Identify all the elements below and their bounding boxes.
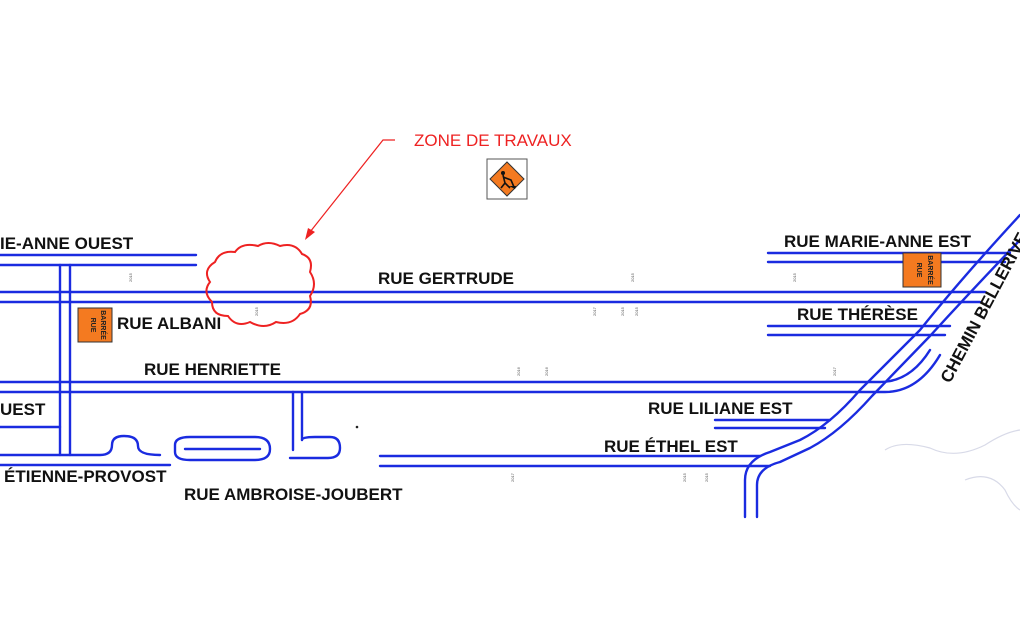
svg-text:2015: 2015 xyxy=(634,306,639,316)
label-rue-albani: RUE ALBANI xyxy=(117,314,221,333)
work-zone-cloud xyxy=(205,242,315,327)
svg-text:2017: 2017 xyxy=(592,306,597,316)
label-rue-therese: RUE THÉRÈSE xyxy=(797,305,918,324)
svg-text:2015: 2015 xyxy=(704,472,709,482)
street-labels: IE-ANNE OUEST RUE GERTRUDE RUE ALBANI RU… xyxy=(0,229,1020,504)
label-ouest: UEST xyxy=(0,400,46,419)
label-rue-ethel-est: RUE ÉTHEL EST xyxy=(604,437,738,456)
road-closed-sign-right: RUE BARRÉE xyxy=(902,252,942,288)
road-annotations: 2015 2015 2017 2015 2015 2015 2016 2016 … xyxy=(128,272,837,482)
svg-text:2015: 2015 xyxy=(620,306,625,316)
road-closed-text-2: BARRÉE xyxy=(99,310,108,340)
svg-text:2016: 2016 xyxy=(516,366,521,376)
label-rue-henriette: RUE HENRIETTE xyxy=(144,360,281,379)
work-zone-leader xyxy=(309,139,395,233)
road-closed-sign-left: RUE BARRÉE xyxy=(77,307,113,343)
svg-text:2017: 2017 xyxy=(510,472,515,482)
construction-sign-icon xyxy=(486,158,528,200)
label-etienne-provost: ÉTIENNE-PROVOST xyxy=(4,467,167,486)
label-rue-liliane-est: RUE LILIANE EST xyxy=(648,399,793,418)
svg-text:2015: 2015 xyxy=(128,272,133,282)
svg-text:2015: 2015 xyxy=(630,272,635,282)
faint-contour-2 xyxy=(964,476,1020,511)
faint-contour xyxy=(884,429,1020,454)
leader-arrowhead xyxy=(305,228,315,240)
svg-text:2016: 2016 xyxy=(544,366,549,376)
road-closed-text-3: RUE xyxy=(915,263,922,278)
map-dot xyxy=(355,425,359,429)
label-marie-anne-ouest: IE-ANNE OUEST xyxy=(0,234,134,253)
road-closed-text-4: BARRÉE xyxy=(926,255,935,285)
svg-text:2017: 2017 xyxy=(832,366,837,376)
work-zone: ZONE DE TRAVAUX xyxy=(205,131,572,327)
road-network xyxy=(0,213,1020,519)
svg-text:2015: 2015 xyxy=(792,272,797,282)
work-zone-label: ZONE DE TRAVAUX xyxy=(414,131,572,150)
label-rue-marie-anne-est: RUE MARIE-ANNE EST xyxy=(784,232,972,251)
road-closed-text-1: RUE xyxy=(89,318,96,333)
svg-text:2015: 2015 xyxy=(682,472,687,482)
label-rue-gertrude: RUE GERTRUDE xyxy=(378,269,514,288)
svg-text:2015: 2015 xyxy=(254,306,259,316)
label-rue-ambroise-joubert: RUE AMBROISE-JOUBERT xyxy=(184,485,403,504)
